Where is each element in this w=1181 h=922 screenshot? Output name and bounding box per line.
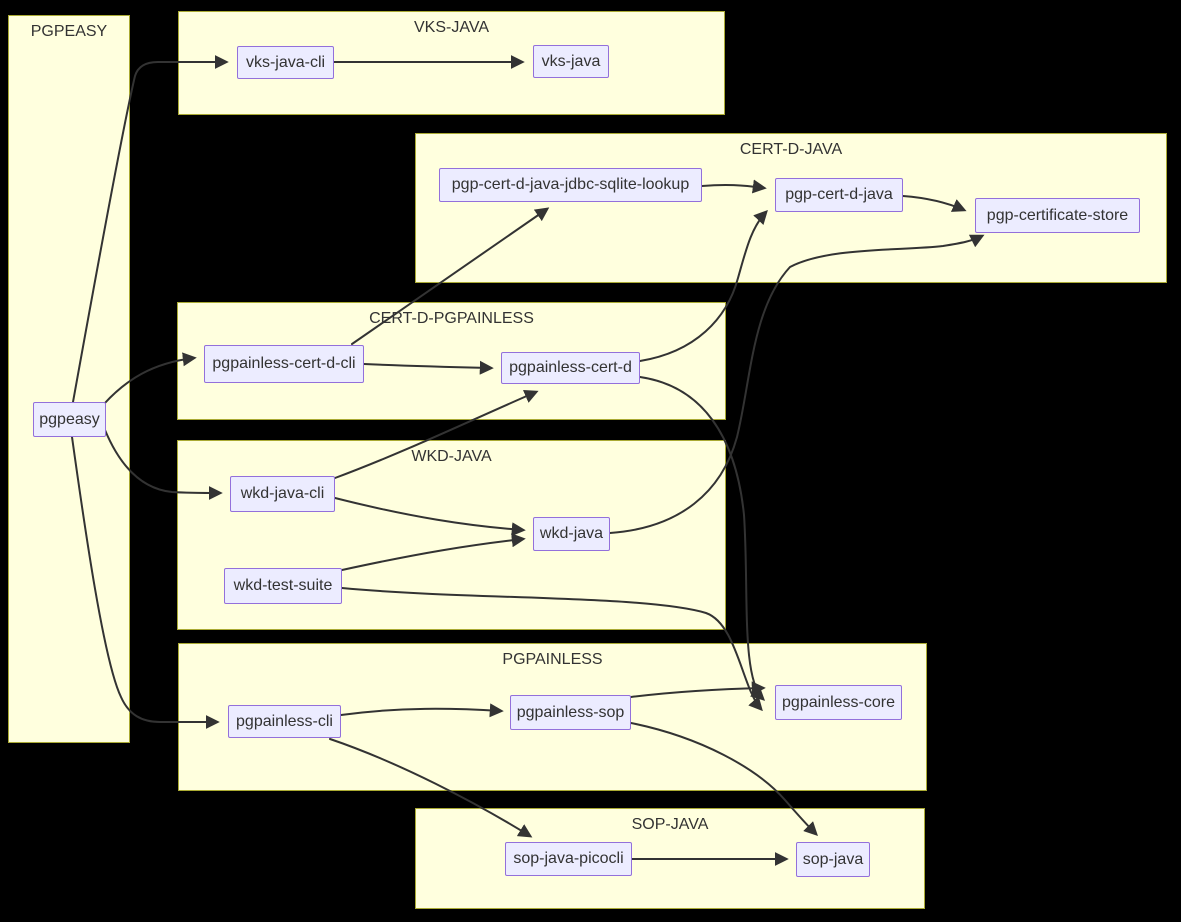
node-pgp-certificate-store: pgp-certificate-store bbox=[975, 198, 1140, 233]
node-wkd-test-suite: wkd-test-suite bbox=[224, 568, 342, 604]
group-title-wkd-java-group: WKD-JAVA bbox=[411, 448, 492, 465]
node-pgpeasy: pgpeasy bbox=[33, 402, 106, 437]
node-pgp-cert-d-java-jdbc-sqlite-lookup: pgp-cert-d-java-jdbc-sqlite-lookup bbox=[439, 168, 702, 202]
group-title-sop-java-group: SOP-JAVA bbox=[631, 816, 709, 833]
node-pgpainless-sop: pgpainless-sop bbox=[510, 695, 631, 730]
node-pgpainless-cli: pgpainless-cli bbox=[228, 705, 341, 738]
node-wkd-java-cli: wkd-java-cli bbox=[230, 476, 335, 512]
node-pgpainless-core: pgpainless-core bbox=[775, 685, 902, 720]
node-vks-java: vks-java bbox=[533, 45, 609, 78]
node-sop-java: sop-java bbox=[796, 842, 870, 877]
group-title-cert-d-pgpainless-group: CERT-D-PGPAINLESS bbox=[369, 310, 534, 327]
node-pgp-cert-d-java: pgp-cert-d-java bbox=[775, 178, 903, 212]
group-title-pgpainless-group: PGPAINLESS bbox=[502, 651, 603, 668]
node-pgpainless-cert-d-cli: pgpainless-cert-d-cli bbox=[204, 345, 364, 383]
group-title-vks-java-group: VKS-JAVA bbox=[414, 19, 489, 36]
node-vks-java-cli: vks-java-cli bbox=[237, 46, 334, 79]
group-title-pgpeasy-group: PGPEASY bbox=[30, 23, 108, 40]
group-title-cert-d-java-group: CERT-D-JAVA bbox=[739, 141, 843, 158]
node-pgpainless-cert-d: pgpainless-cert-d bbox=[501, 352, 640, 384]
node-wkd-java: wkd-java bbox=[533, 517, 610, 551]
node-sop-java-picocli: sop-java-picocli bbox=[505, 842, 632, 876]
group-pgpeasy-group: PGPEASY bbox=[8, 15, 130, 743]
